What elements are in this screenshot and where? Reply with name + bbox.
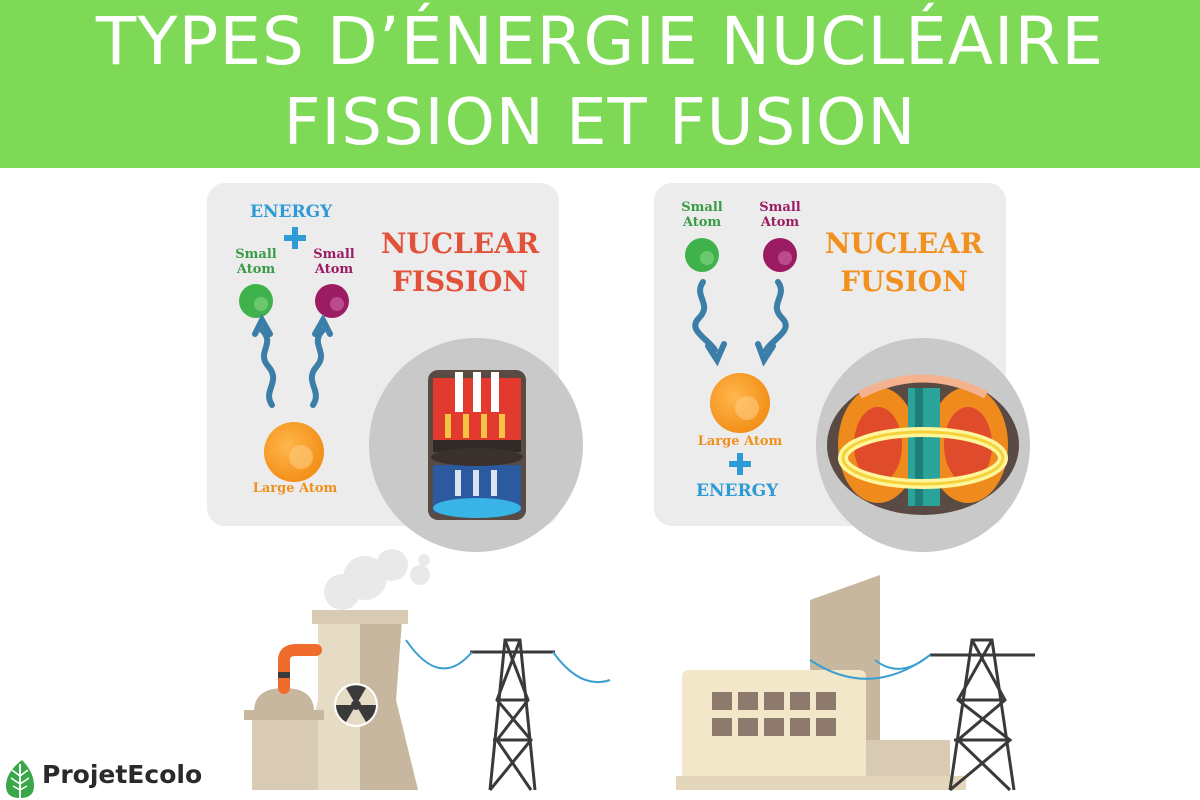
fusion-title-line1: NUCLEAR [824,227,984,260]
fusion-power-plant [676,575,1035,792]
fission-small-atom-label-2: Small Atom [313,247,355,277]
wavy-arrow-icon [763,279,789,353]
projetecolo-logo-icon [6,760,34,798]
fission-small-atom-label-1: Small Atom [235,247,277,277]
logo-text: ProjetEcolo [42,760,203,789]
fusion-small-atom-label-1: Small Atom [681,200,723,230]
fusion-small-atom-label-2: Small Atom [759,200,801,230]
fission-diagram [239,227,349,482]
wavy-arrow-icon [692,279,718,353]
fusion-title-line2: FUSION [840,265,968,298]
fission-title-line1: NUCLEAR [380,227,540,260]
fusion-energy-label: ENERGY [696,481,779,501]
fission-energy-label: ENERGY [250,202,333,222]
fusion-large-atom-label: Large Atom [697,434,783,449]
fusion-diagram [685,238,797,475]
fission-reactor-icon [369,338,583,552]
page-title-line2: FISSION ET FUSION [283,86,917,160]
projetecolo-logo[interactable]: ProjetEcolo [0,752,230,800]
page-title-line1: TYPES D’ÉNERGIE NUCLÉAIRE [95,3,1105,80]
fusion-tokamak-icon [816,338,1030,552]
fission-large-atom-label: Large Atom [252,481,338,496]
header-banner: TYPES D’ÉNERGIE NUCLÉAIRE FISSION ET FUS… [0,0,1200,168]
wavy-arrow-icon [308,327,326,408]
fission-power-plant [244,549,611,791]
fission-title-line2: FISSION [392,265,528,298]
wavy-arrow-icon [259,327,277,408]
